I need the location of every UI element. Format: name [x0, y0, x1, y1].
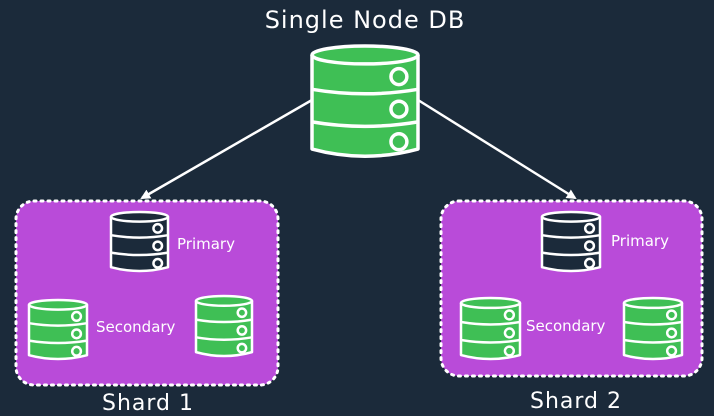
shard-2-secondary-db-icon-1	[459, 296, 522, 361]
shard-1-secondary-db-icon-1	[27, 298, 89, 361]
arrow-to-shard-1	[140, 98, 313, 200]
status-light-icon	[152, 240, 164, 252]
shard-1-primary-label: Primary	[177, 235, 235, 253]
status-light-icon	[70, 310, 83, 322]
status-light-icon	[70, 345, 83, 357]
diagram-title: Single Node DB	[265, 6, 466, 34]
status-light-icon	[583, 240, 596, 252]
status-light-icon	[389, 66, 409, 87]
status-light-icon	[665, 345, 678, 357]
status-light-icon	[152, 257, 164, 269]
status-light-icon	[70, 328, 83, 340]
status-light-icon	[236, 307, 248, 319]
status-light-icon	[583, 222, 596, 234]
status-light-icon	[503, 345, 516, 357]
status-light-icon	[665, 309, 678, 321]
shard-1-primary-db-icon	[109, 210, 170, 273]
shard-2-primary-db-icon	[540, 210, 602, 273]
status-light-icon	[236, 342, 248, 354]
shard-2-secondary-label: Secondary	[526, 317, 606, 335]
shard-2-secondary-db-icon-2	[622, 296, 684, 361]
shard-1-secondary-db-icon-2	[194, 294, 254, 358]
single-node-db-icon	[310, 44, 420, 158]
status-light-icon	[389, 132, 409, 152]
status-light-icon	[389, 99, 409, 119]
arrow-to-shard-2	[417, 98, 577, 200]
status-light-icon	[583, 257, 596, 269]
status-light-icon	[152, 222, 164, 234]
shard-2-primary-label: Primary	[611, 232, 669, 250]
status-light-icon	[665, 327, 678, 339]
shard-1-secondary-label: Secondary	[96, 318, 176, 336]
status-light-icon	[236, 324, 248, 336]
status-light-icon	[503, 309, 516, 321]
status-light-icon	[503, 327, 516, 339]
shard-2-label: Shard 2	[530, 389, 622, 414]
shard-1-label: Shard 1	[102, 391, 194, 416]
